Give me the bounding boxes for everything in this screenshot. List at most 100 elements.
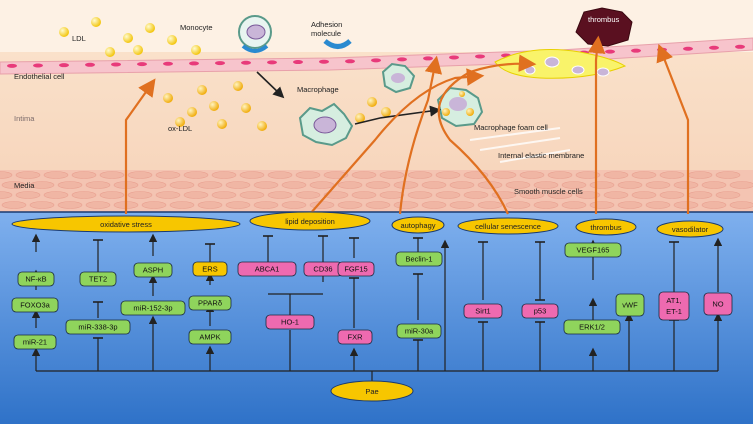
node-beclin1: Beclin-1 bbox=[395, 251, 443, 267]
endothelial-nucleus bbox=[293, 60, 303, 65]
smooth-muscle-cell bbox=[561, 181, 587, 189]
outcome-autophagy: autophagy bbox=[391, 216, 445, 234]
smooth-muscle-cell bbox=[267, 171, 293, 179]
smooth-muscle-cell bbox=[351, 191, 377, 199]
macrophage-cell bbox=[298, 102, 354, 147]
smooth-muscle-cell bbox=[211, 171, 237, 179]
smooth-muscle-cell bbox=[197, 181, 223, 189]
smooth-muscle-cell bbox=[183, 191, 209, 199]
smooth-muscle-cell bbox=[85, 181, 111, 189]
node-mir30a-label: miR-30a bbox=[405, 327, 434, 336]
smooth-muscle-cell bbox=[673, 181, 699, 189]
node-at1-et1: AT1,ET-1 bbox=[658, 291, 690, 321]
label-thrombus-image: thrombus bbox=[588, 15, 620, 24]
ldl-particle bbox=[167, 35, 177, 45]
label-macrophage: Macrophage bbox=[297, 85, 339, 94]
smooth-muscle-cell bbox=[533, 181, 559, 189]
smooth-muscle-cell bbox=[547, 171, 573, 179]
smooth-muscle-cell bbox=[1, 201, 27, 209]
arrow-autophagy bbox=[398, 55, 443, 215]
smooth-muscle-cell bbox=[0, 171, 13, 179]
smooth-muscle-cell bbox=[631, 191, 657, 199]
smooth-muscle-cell bbox=[687, 171, 713, 179]
node-mir338-label: miR-338-3p bbox=[78, 323, 117, 332]
smooth-muscle-cell bbox=[575, 171, 601, 179]
smooth-muscle-cell bbox=[337, 201, 363, 209]
ox-ldl-particle bbox=[163, 93, 173, 103]
smooth-muscle-cell bbox=[71, 171, 97, 179]
arrow-lipid-deposition-to-foam bbox=[309, 68, 485, 215]
endothelial-nucleus bbox=[163, 61, 173, 66]
endothelial-nucleus bbox=[137, 62, 147, 67]
smooth-muscle-cell bbox=[183, 171, 209, 179]
node-ppard: PPARδ bbox=[188, 295, 232, 311]
smooth-muscle-cell bbox=[155, 191, 181, 199]
ox-ldl-particle bbox=[381, 107, 391, 117]
smooth-muscle-cell bbox=[659, 171, 685, 179]
smooth-muscle-cell bbox=[477, 201, 503, 209]
smooth-muscle-cell bbox=[281, 201, 307, 209]
smooth-muscle-cell bbox=[729, 201, 753, 209]
pae-label: Pae bbox=[365, 387, 378, 396]
smooth-muscle-cell bbox=[155, 171, 181, 179]
smooth-muscle-cell bbox=[575, 191, 601, 199]
smooth-muscle-cell bbox=[281, 181, 307, 189]
smooth-muscle-cell bbox=[99, 171, 125, 179]
node-fxr: FXR bbox=[337, 329, 373, 345]
pathway-nodes: NF-κBFOXO3amiR-21TET2miR-338-3pASPHmiR-1… bbox=[11, 242, 733, 350]
smooth-muscle-cell bbox=[603, 191, 629, 199]
smooth-muscle-cell bbox=[603, 171, 629, 179]
ldl-particle bbox=[123, 33, 133, 43]
smooth-muscle-cell bbox=[239, 171, 265, 179]
node-beclin1-label: Beclin-1 bbox=[405, 255, 432, 264]
smooth-muscle-cell bbox=[715, 171, 741, 179]
node-mir152: miR-152-3p bbox=[120, 300, 186, 316]
smooth-muscle-cell bbox=[365, 181, 391, 189]
smooth-muscle-cell bbox=[29, 201, 55, 209]
smooth-muscle-cell bbox=[421, 181, 447, 189]
adhesion-molecule-shape bbox=[323, 39, 352, 49]
smooth-muscle-cell bbox=[127, 171, 153, 179]
smooth-muscle-cell bbox=[15, 171, 41, 179]
ox-ldl-particle bbox=[257, 121, 267, 131]
node-no: NO bbox=[703, 292, 733, 316]
smooth-muscle-cell bbox=[141, 181, 167, 189]
smooth-muscle-cell bbox=[407, 191, 433, 199]
macrophage-foam-cell bbox=[436, 86, 484, 128]
smooth-muscle-cell bbox=[701, 201, 727, 209]
smooth-muscle-cell bbox=[435, 191, 461, 199]
macrophage-to-foam-arrow bbox=[354, 105, 442, 125]
label-media: Media bbox=[14, 181, 35, 190]
macrophage-cell-small bbox=[381, 62, 416, 94]
smooth-muscle-cells bbox=[0, 171, 753, 209]
outcome-vasodilator-label: vasodilator bbox=[672, 225, 709, 234]
node-erk12-label: ERK1/2 bbox=[579, 323, 605, 332]
pathway-lines bbox=[31, 233, 723, 381]
node-fgf15: FGF15 bbox=[337, 261, 375, 277]
smooth-muscle-cell bbox=[645, 181, 671, 189]
smooth-muscle-cell bbox=[533, 201, 559, 209]
node-vwf-label: vWF bbox=[622, 301, 638, 310]
smooth-muscle-cell bbox=[169, 181, 195, 189]
ox-ldl-particle bbox=[197, 85, 207, 95]
endothelial-nucleus bbox=[605, 49, 615, 54]
endothelial-nucleus bbox=[241, 60, 251, 65]
node-ho1-label: HO-1 bbox=[281, 318, 299, 327]
smooth-muscle-cell bbox=[435, 171, 461, 179]
outcome-arrows bbox=[124, 35, 690, 215]
smooth-muscle-cell bbox=[239, 191, 265, 199]
smooth-muscle-cell bbox=[57, 201, 83, 209]
node-cd36: CD36 bbox=[303, 261, 343, 277]
node-ppard-label: PPARδ bbox=[198, 299, 222, 308]
outcome-oxidative-stress-label: oxidative stress bbox=[100, 220, 152, 229]
node-foxo3a-label: FOXO3a bbox=[20, 301, 50, 310]
endothelial-nucleus bbox=[189, 61, 199, 66]
smooth-muscle-cell bbox=[253, 201, 279, 209]
ox-ldl-particle bbox=[175, 117, 185, 127]
arrow-vasodilator bbox=[656, 43, 690, 214]
outcome-vasodilator: vasodilator bbox=[656, 220, 724, 238]
outcome-cellular-senescence: cellular senescence bbox=[457, 217, 559, 235]
